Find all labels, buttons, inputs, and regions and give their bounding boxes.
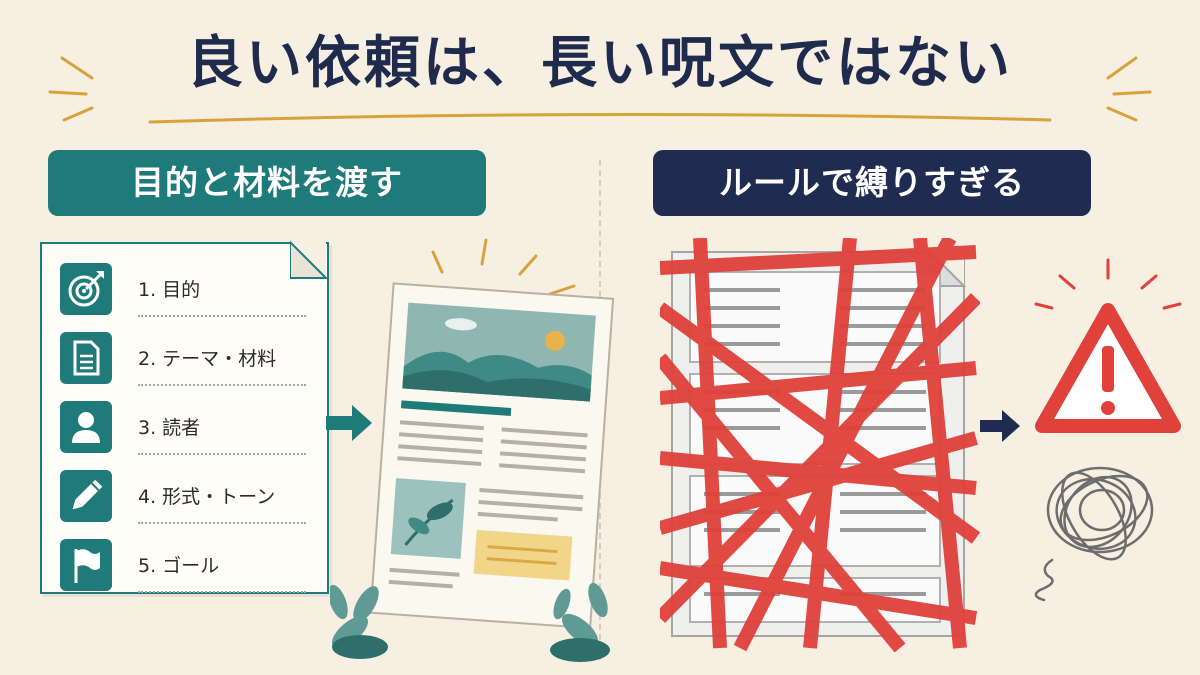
right-sparkle-icon xyxy=(1106,56,1152,122)
checklist-label: 5. ゴール xyxy=(138,555,220,577)
target-icon xyxy=(60,263,112,315)
checklist-label: 1. 目的 xyxy=(138,279,201,301)
title-decoration xyxy=(48,56,1152,124)
pencil-icon xyxy=(60,470,112,522)
left-heading: 目的と材料を渡す xyxy=(48,150,486,216)
person-icon xyxy=(60,401,112,453)
arrow-right-icon xyxy=(980,410,1020,442)
checklist-item-goal: 5. ゴール xyxy=(60,539,306,603)
checklist-item-purpose: 1. 目的 xyxy=(60,263,306,327)
document-icon xyxy=(60,332,112,384)
page-title: 良い依頼は、長い呪文ではない xyxy=(187,30,1013,96)
sparkle-icon xyxy=(431,238,576,296)
checklist-item-theme: 2. テーマ・材料 xyxy=(60,332,306,396)
checklist-label: 3. 読者 xyxy=(138,417,201,439)
left-sparkle-icon xyxy=(48,56,94,122)
checklist-label: 4. 形式・トーン xyxy=(138,486,276,508)
scribble-tangle-icon xyxy=(1034,466,1154,602)
bound-document-illustration xyxy=(660,238,980,653)
checklist-label: 2. テーマ・材料 xyxy=(138,348,277,370)
flag-icon xyxy=(60,539,112,591)
article-illustration xyxy=(330,238,615,662)
page-fold-icon xyxy=(290,240,329,279)
checklist-item-reader: 3. 読者 xyxy=(60,401,306,465)
red-tape-icon xyxy=(660,238,980,653)
right-heading: ルールで縛りすぎる xyxy=(653,150,1091,216)
arrow-right-icon xyxy=(326,405,372,441)
checklist-item-format: 4. 形式・トーン xyxy=(60,470,306,534)
warning-icon xyxy=(1034,258,1182,433)
